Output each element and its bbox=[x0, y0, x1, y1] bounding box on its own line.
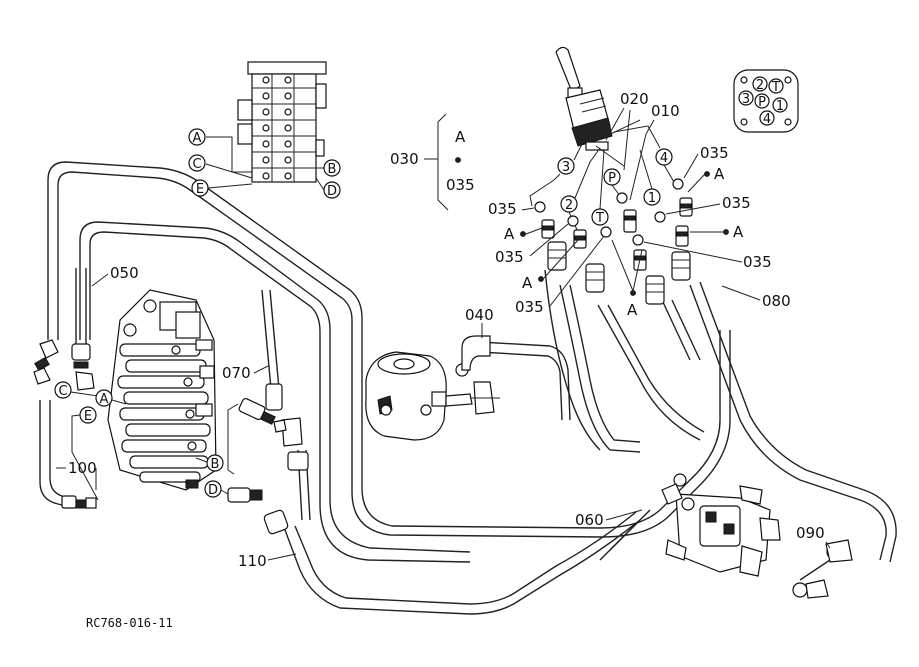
port-label-b-left: B bbox=[211, 457, 220, 472]
hose-070-fittings: 070 bbox=[222, 364, 309, 535]
port-pattern-t: T bbox=[771, 80, 780, 95]
label-035-left-2: 035 bbox=[495, 248, 524, 266]
port-label-d-left: D bbox=[208, 483, 218, 498]
part-label-090: 090 bbox=[796, 524, 825, 542]
label-035-left-3: 035 bbox=[515, 298, 544, 316]
part-label-040: 040 bbox=[465, 306, 494, 324]
label-a-center: A bbox=[627, 301, 638, 319]
joy-port-4: 4 bbox=[660, 151, 668, 166]
joy-port-t: T bbox=[595, 211, 604, 226]
label-a-top-right: A bbox=[714, 165, 725, 183]
port-pattern-2: 2 bbox=[756, 78, 764, 93]
detail-030: 030 A 035 bbox=[390, 113, 475, 211]
joy-port-3: 3 bbox=[562, 160, 570, 175]
part-label-060: 060 bbox=[575, 511, 604, 529]
port-label-a-030: A bbox=[455, 128, 466, 146]
label-a-right: A bbox=[733, 223, 744, 241]
callouts-010-020: 020 010 bbox=[605, 90, 680, 201]
joystick-pilot-valve bbox=[555, 46, 641, 167]
label-035-right-1: 035 bbox=[722, 194, 751, 212]
joy-port-1: 1 bbox=[648, 191, 656, 206]
port-pattern-4: 4 bbox=[763, 112, 771, 127]
hose-routes bbox=[39, 161, 897, 615]
port-label-b: B bbox=[328, 162, 337, 177]
port-label-a-left: A bbox=[100, 392, 109, 407]
label-a-left-1: A bbox=[504, 225, 515, 243]
figure-code: RC768-016-11 bbox=[86, 616, 173, 630]
port-pattern-p: P bbox=[758, 95, 766, 110]
joy-port-p: P bbox=[608, 171, 616, 186]
port-labels-schematic: A C E B D bbox=[188, 128, 341, 199]
part-label-070: 070 bbox=[222, 364, 251, 382]
part-label-035-in-030: 035 bbox=[446, 176, 475, 194]
label-a-left-2: A bbox=[522, 274, 533, 292]
left-callouts: 050 C A E 100 B D bbox=[54, 264, 229, 501]
port-label-e: E bbox=[196, 182, 204, 197]
label-035-top-right: 035 bbox=[700, 144, 729, 162]
part-label-080: 080 bbox=[762, 292, 791, 310]
joystick-port-circles: 3 4 P 2 T 1 bbox=[529, 125, 675, 233]
left-fittings bbox=[33, 339, 97, 509]
port-pattern-detail: 2 T 3 P 1 4 bbox=[733, 69, 799, 133]
port-label-c-left: C bbox=[58, 384, 67, 399]
solenoid-valve-block bbox=[661, 473, 853, 599]
part-label-030: 030 bbox=[390, 150, 419, 168]
port-label-a: A bbox=[193, 131, 202, 146]
part-label-020: 020 bbox=[620, 90, 649, 108]
pump-unit bbox=[365, 335, 500, 441]
part-label-010: 010 bbox=[651, 102, 680, 120]
part-label-110: 110 bbox=[238, 552, 267, 570]
label-035-left-1: 035 bbox=[488, 200, 517, 218]
port-pattern-3: 3 bbox=[742, 92, 750, 107]
callouts-035-a: 035 A 035 A 035 035 A 035 A 035 A bbox=[488, 144, 772, 319]
port-label-c: C bbox=[192, 157, 201, 172]
valve-spools bbox=[117, 343, 211, 483]
port-label-d: D bbox=[327, 184, 337, 199]
control-valve-schematic bbox=[205, 61, 327, 191]
port-pattern-1: 1 bbox=[776, 99, 784, 114]
joystick-fittings bbox=[534, 178, 693, 305]
b-port-bracket bbox=[227, 397, 276, 503]
part-label-100: 100 bbox=[68, 459, 97, 477]
main-control-valve bbox=[107, 289, 217, 491]
part-label-050: 050 bbox=[110, 264, 139, 282]
joy-port-2: 2 bbox=[565, 198, 573, 213]
label-035-right-2: 035 bbox=[743, 253, 772, 271]
port-label-e-left: E bbox=[84, 409, 92, 424]
